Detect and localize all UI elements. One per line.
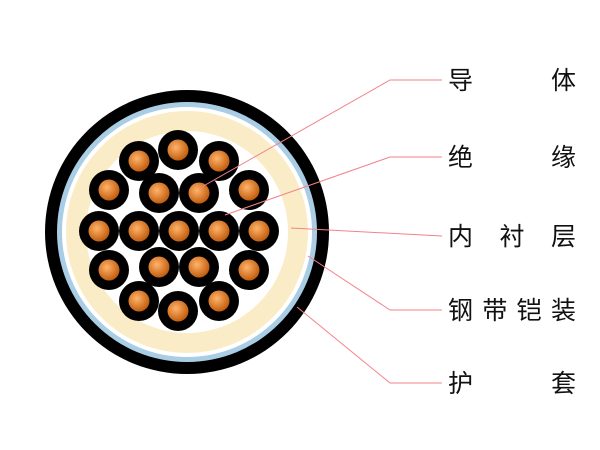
label-insulation-char-1: 绝: [448, 143, 474, 172]
core-conductor: [238, 259, 260, 281]
core-conductor: [248, 220, 270, 242]
cable-core: [119, 281, 159, 321]
cable-core: [158, 130, 198, 170]
core-conductor: [208, 290, 230, 312]
core-conductor: [148, 256, 170, 278]
leader-line-inner-liner: [290, 227, 443, 237]
core-conductor: [208, 150, 230, 172]
core-conductor: [167, 139, 189, 161]
cable-core: [79, 211, 119, 251]
label-conductor-char-1: 导: [448, 66, 474, 95]
label-insulation-char-2: 缘: [550, 143, 576, 172]
cable-cores: [79, 130, 279, 331]
label-conductor-char-2: 体: [550, 66, 576, 95]
cable-core: [199, 281, 239, 321]
core-conductor: [208, 220, 230, 242]
leader-line-insulation: [224, 156, 442, 216]
cable-core: [119, 141, 159, 181]
core-conductor: [188, 256, 210, 278]
cable-core: [199, 211, 239, 251]
cable-core: [159, 211, 199, 251]
core-conductor: [98, 259, 120, 281]
core-conductor: [88, 220, 110, 242]
core-conductor: [128, 220, 150, 242]
cable-core: [158, 291, 198, 331]
label-inner-liner-text: 内衬层: [448, 222, 576, 251]
cable-core: [139, 247, 179, 287]
label-sheath: 护 套: [448, 369, 576, 399]
label-inner-liner: 内衬层: [448, 222, 576, 252]
core-conductor: [167, 300, 189, 322]
leader-line-conductor: [199, 79, 442, 189]
core-conductor: [168, 220, 190, 242]
cable-core: [139, 173, 179, 213]
leader-line-steel-tape-armor: [307, 255, 442, 311]
label-steel-tape-armor: 钢带铠装: [448, 296, 576, 326]
leader-lines: [199, 79, 443, 384]
leader-line-sheath: [296, 306, 442, 384]
cable-core: [89, 250, 129, 290]
core-conductor: [148, 182, 170, 204]
core-conductor: [98, 179, 120, 201]
cable-core: [179, 247, 219, 287]
cable-core: [229, 250, 269, 290]
label-conductor: 导 体: [448, 66, 576, 96]
cable-core: [119, 211, 159, 251]
core-conductor: [128, 290, 150, 312]
cable-core: [229, 170, 269, 210]
label-insulation: 绝 缘: [448, 143, 576, 173]
label-sheath-char-1: 护: [448, 369, 474, 398]
core-conductor: [238, 179, 260, 201]
core-conductor: [188, 182, 210, 204]
cable-core: [179, 173, 219, 213]
label-steel-tape-armor-text: 钢带铠装: [448, 296, 576, 325]
cable-core: [239, 211, 279, 251]
cable-core: [89, 170, 129, 210]
label-sheath-char-2: 套: [550, 369, 576, 398]
core-conductor: [128, 150, 150, 172]
